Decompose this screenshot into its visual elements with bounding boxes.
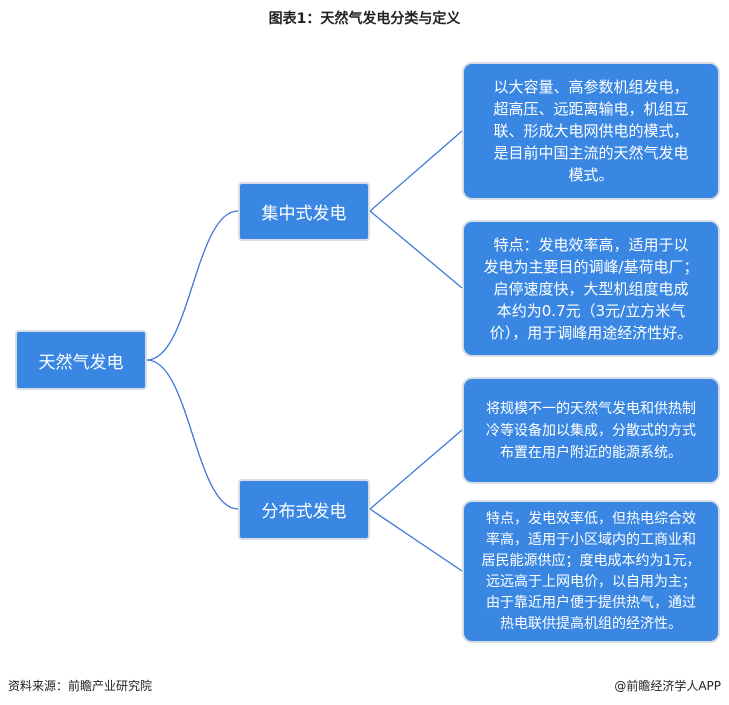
text-line: 冷等设备加以集成，分散式的方式: [486, 422, 696, 439]
text-line: 远远高于上网电价，以自用为主；: [486, 573, 696, 590]
text-line: 模式。: [568, 166, 614, 184]
text-line: 发电为主要目的调峰/基荷电厂；: [483, 257, 699, 276]
text-line: 以大容量、高参数机组发电，: [493, 78, 689, 96]
text-line: 特点，发电效率低，但热电综合效: [486, 510, 696, 527]
text-line: 是目前中国主流的天然气发电: [493, 144, 689, 162]
centralized-definition: 以大容量、高参数机组发电， 超高压、远距离输电，机组互 联、形成大电网供电的模式…: [462, 62, 720, 200]
text-line: 居民能源供应；度电成本约为1元，: [481, 552, 701, 569]
distributed-features: 特点，发电效率低，但热电综合效 率高，适用于小区域内的工商业和 居民能源供应；度…: [462, 500, 720, 643]
connector-centralized-leaf1: [369, 130, 463, 212]
text-line: 价），用于调峰用途经济性好。: [489, 323, 693, 342]
text-line: 布置在用户附近的能源系统。: [500, 444, 682, 461]
text-line: 超高压、远距离输电，机组互: [493, 100, 689, 118]
connector-root-distributed: [146, 359, 239, 510]
connector-distributed-leaf1: [369, 429, 463, 510]
text-line: 本约为0.7元（3元/立方米气: [496, 301, 686, 320]
chart-title: 图表1：天然气发电分类与定义: [268, 11, 461, 27]
text-line: 启停速度快，大型机组度电成: [493, 279, 689, 298]
text-line: 由于靠近用户便于提供热气，通过: [486, 594, 696, 611]
connector-centralized-leaf2: [369, 210, 463, 289]
distributed-node: 分布式发电: [238, 479, 370, 540]
centralized-node: 集中式发电: [238, 182, 370, 241]
text-line: 特点：发电效率高，适用于以: [493, 235, 689, 254]
text-line: 热电联供提高机组的经济性。: [500, 615, 682, 632]
distributed-definition: 将规模不一的天然气发电和供热制 冷等设备加以集成，分散式的方式 布置在用户附近的…: [462, 377, 720, 484]
root-node: 天然气发电: [15, 330, 147, 390]
source-note: 资料来源：前瞻产业研究院: [8, 679, 153, 693]
connector-distributed-leaf2: [369, 508, 463, 572]
brand-note: @前瞻经济学人APP: [614, 679, 721, 693]
text-line: 率高，适用于小区域内的工商业和: [486, 531, 696, 548]
text-line: 联、形成大电网供电的模式，: [493, 122, 689, 140]
centralized-features: 特点：发电效率高，适用于以 发电为主要目的调峰/基荷电厂； 启停速度快，大型机组…: [462, 220, 720, 357]
connector-root-centralized: [146, 210, 239, 361]
text-line: 将规模不一的天然气发电和供热制: [486, 400, 696, 417]
